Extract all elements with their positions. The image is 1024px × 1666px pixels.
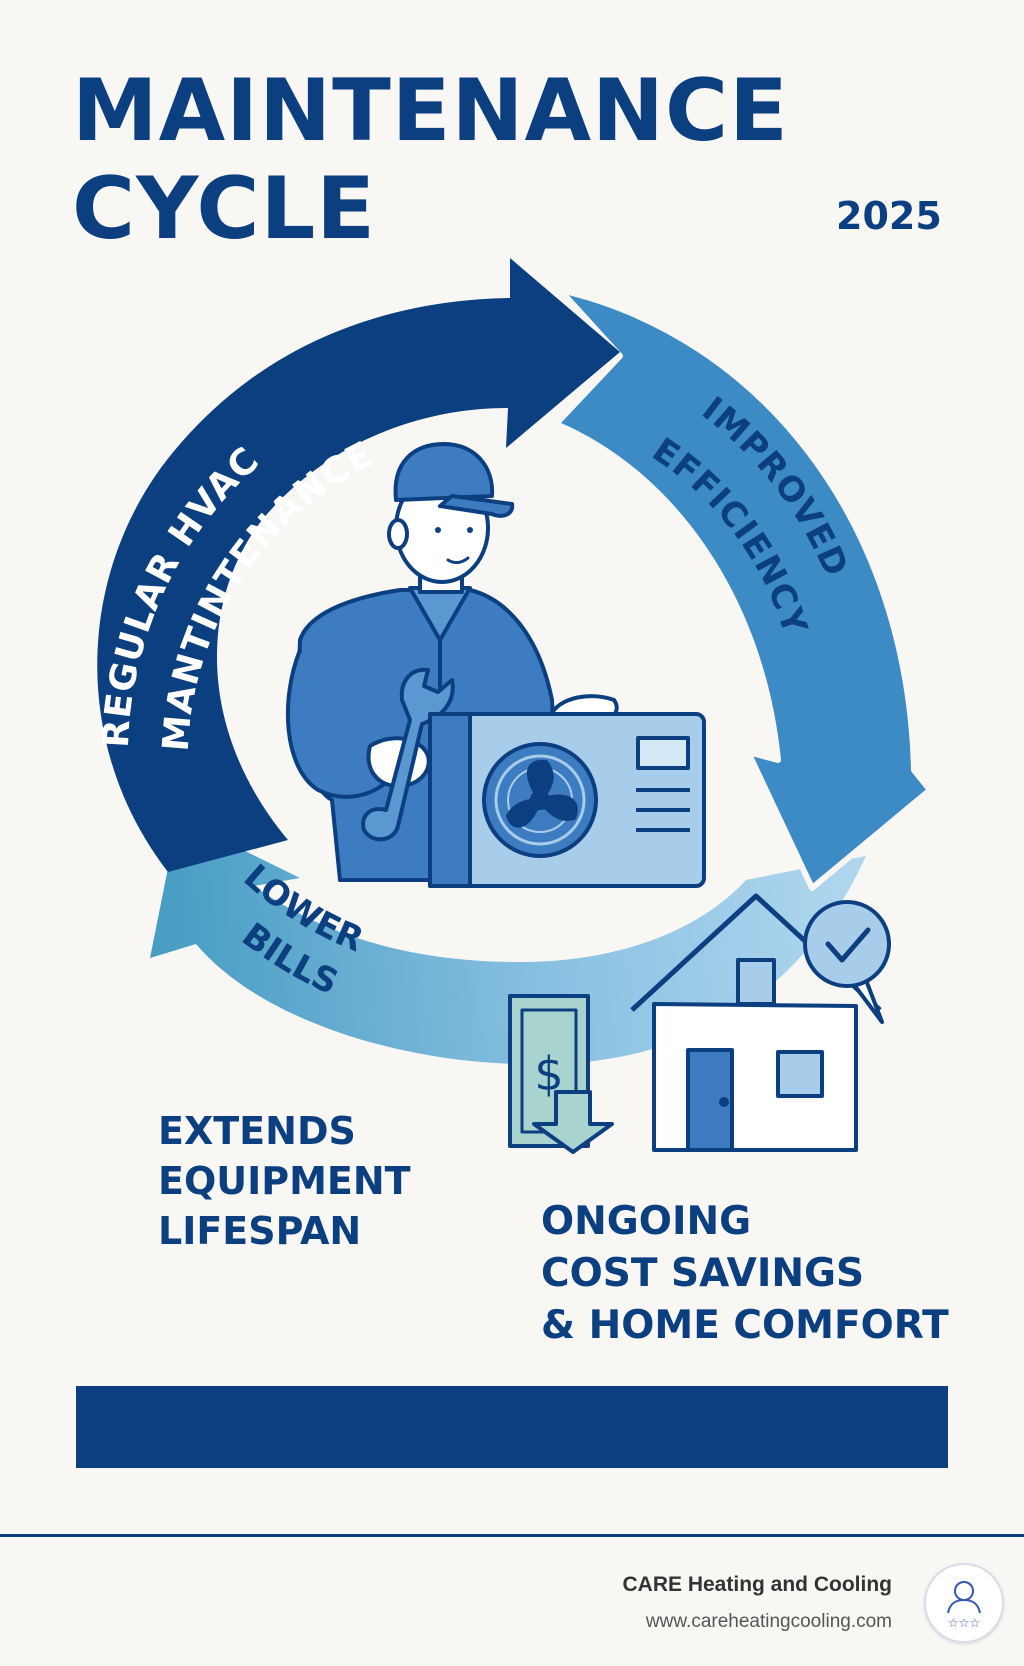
outcome-savings: ONGOING COST SAVINGS & HOME COMFORT bbox=[541, 1196, 949, 1352]
outcome-left-line3: LIFESPAN bbox=[158, 1209, 362, 1253]
outcome-left-line1: EXTENDS bbox=[158, 1109, 356, 1153]
house-icon bbox=[630, 893, 882, 1152]
checkmark-icon bbox=[803, 900, 891, 1024]
arrow-improved-efficiency bbox=[553, 287, 933, 891]
footer-banner bbox=[76, 1386, 948, 1468]
outcome-left-line2: EQUIPMENT bbox=[158, 1159, 411, 1203]
outcome-right-line1: ONGOING bbox=[541, 1199, 752, 1244]
outcome-right-line2: COST SAVINGS bbox=[541, 1251, 865, 1296]
year-label: 2025 bbox=[836, 194, 942, 238]
outcome-right-line3: & HOME COMFORT bbox=[541, 1303, 949, 1348]
rating-icon: ☆☆☆ bbox=[947, 1581, 981, 1630]
brand-badge: ☆☆☆ bbox=[924, 1563, 1004, 1643]
arrow-regular-maintenance bbox=[97, 258, 621, 872]
title-line-1: MAINTENANCE bbox=[72, 61, 789, 161]
website-link[interactable]: www.careheatingcooling.com bbox=[645, 1611, 892, 1632]
footer-divider bbox=[0, 1534, 1024, 1537]
title-line-2: CYCLE bbox=[72, 159, 376, 259]
outcome-lifespan: EXTENDS EQUIPMENT LIFESPAN bbox=[158, 1106, 411, 1256]
brand-name: CARE Heating and Cooling bbox=[622, 1573, 893, 1596]
fan-icon bbox=[482, 742, 598, 858]
page-title: MAINTENANCE CYCLE bbox=[72, 62, 789, 258]
dollar-bill-icon: $ bbox=[508, 994, 614, 1154]
svg-text:☆☆☆: ☆☆☆ bbox=[948, 1616, 980, 1630]
ac-unit-icon bbox=[428, 712, 706, 888]
